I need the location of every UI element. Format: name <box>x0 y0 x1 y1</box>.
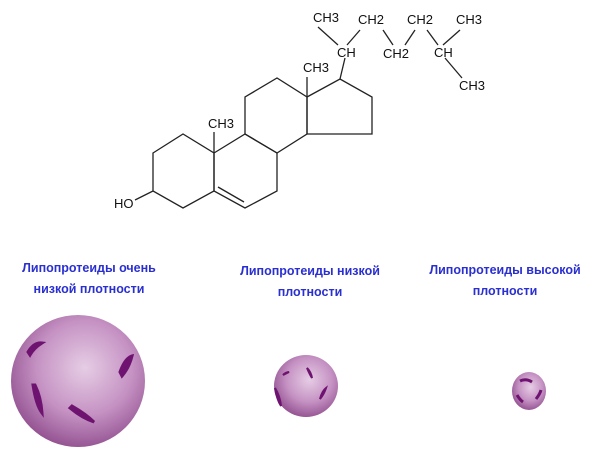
double-bond <box>217 186 245 203</box>
c22-ch2-label: CH2 <box>358 12 384 27</box>
c24-ch2-label: CH2 <box>407 12 433 27</box>
c26-methyl-label: CH3 <box>456 12 482 27</box>
ldl-label-line1: Липопротеиды низкой <box>240 264 380 278</box>
hdl-particle <box>512 372 546 410</box>
hdl-label-line1: Липопротеиды высокой <box>429 263 581 277</box>
hdl-label-line2: плотности <box>472 284 538 298</box>
vldl-label: Липопротеиды очень низкой плотности <box>0 258 178 300</box>
ldl-label-line2: плотности <box>277 285 343 299</box>
c23-ch2-label: CH2 <box>383 46 409 61</box>
vldl-particle <box>11 315 145 447</box>
ldl-label: Липопротеиды низкой плотности <box>215 261 405 303</box>
ring-d <box>306 78 373 135</box>
ho-label: HO <box>114 196 134 211</box>
c27-methyl-label: CH3 <box>459 78 485 93</box>
c13-methyl-label: CH3 <box>303 60 329 75</box>
vldl-label-line2: низкой плотности <box>33 282 145 296</box>
vldl-label-line1: Липопротеиды очень <box>22 261 156 275</box>
cholesterol-structure: HO CH3 CH3 CH CH3 CH2 CH2 CH2 CH CH3 CH3 <box>114 10 485 211</box>
c20-ch-label: CH <box>337 45 356 60</box>
ldl-particle <box>274 355 338 417</box>
c10-methyl-label: CH3 <box>208 116 234 131</box>
hdl-label: Липопротеиды высокой плотности <box>410 260 600 302</box>
c25-ch-label: CH <box>434 45 453 60</box>
c21-methyl-label: CH3 <box>313 10 339 25</box>
